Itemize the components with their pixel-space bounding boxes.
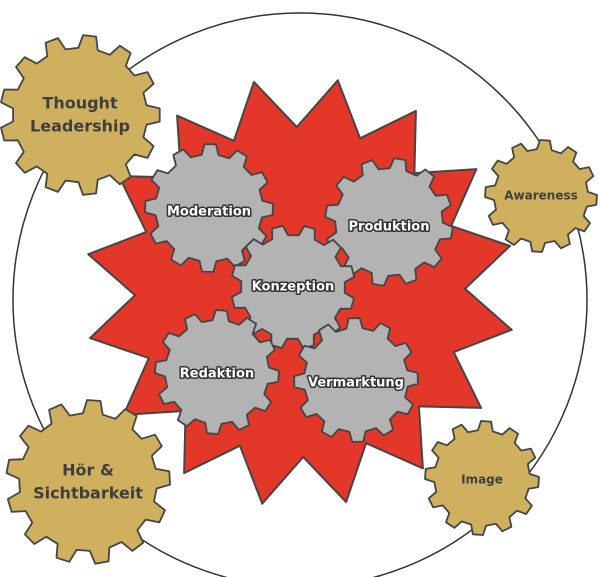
label-awareness: Awareness <box>504 189 578 203</box>
label-image: Image <box>461 473 503 487</box>
label-hoer-1: Hör & <box>62 461 114 480</box>
gear-redaktion <box>154 309 280 435</box>
label-moderation: Moderation <box>167 205 251 220</box>
gear-hoer-sichtbarkeit <box>5 399 171 565</box>
label-produktion: Produktion <box>349 220 430 235</box>
gear-produktion <box>324 157 454 287</box>
gear-moderation <box>144 143 274 273</box>
gear-konzeption <box>230 224 356 350</box>
label-vermarktung: Vermarktung <box>308 376 404 391</box>
label-thought-leadership-1: Thought <box>42 94 118 113</box>
gear-image <box>424 420 540 536</box>
label-thought-leadership-2: Leadership <box>30 117 130 136</box>
label-redaktion: Redaktion <box>180 367 254 382</box>
outer-ring <box>12 12 588 577</box>
gear-vermarktung <box>293 317 419 443</box>
gear-awareness <box>484 139 598 253</box>
label-hoer-2: Sichtbarkeit <box>33 484 143 503</box>
gear-thought-leadership <box>0 34 161 196</box>
label-konzeption: Konzeption <box>252 280 335 295</box>
